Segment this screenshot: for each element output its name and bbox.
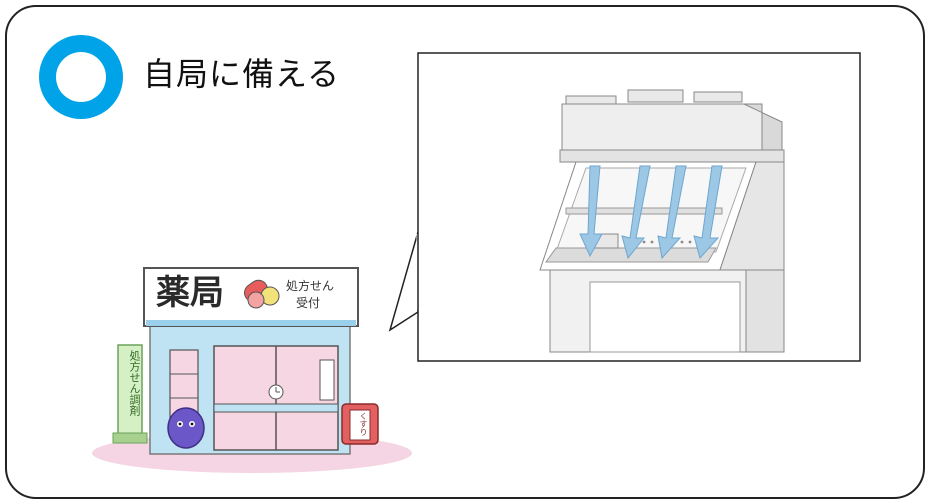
stand-sign-text: くすり xyxy=(359,412,368,436)
safety-cabinet-illustration xyxy=(539,89,785,353)
shop-sign-main: 薬局 xyxy=(156,273,224,313)
circle-marker-icon xyxy=(39,35,123,119)
section-heading: 自局に備える xyxy=(143,55,341,93)
shop-sign-sub-1: 処方せん xyxy=(286,279,335,293)
pharmacy-shop-illustration xyxy=(92,267,412,473)
shop-sign-sub-2: 受付 xyxy=(296,296,321,310)
pills-icon xyxy=(244,279,280,309)
airflow-arrow-icon xyxy=(579,165,723,260)
side-banner-text: 処方せん調剤 xyxy=(128,350,141,416)
mascot-character xyxy=(167,407,205,449)
